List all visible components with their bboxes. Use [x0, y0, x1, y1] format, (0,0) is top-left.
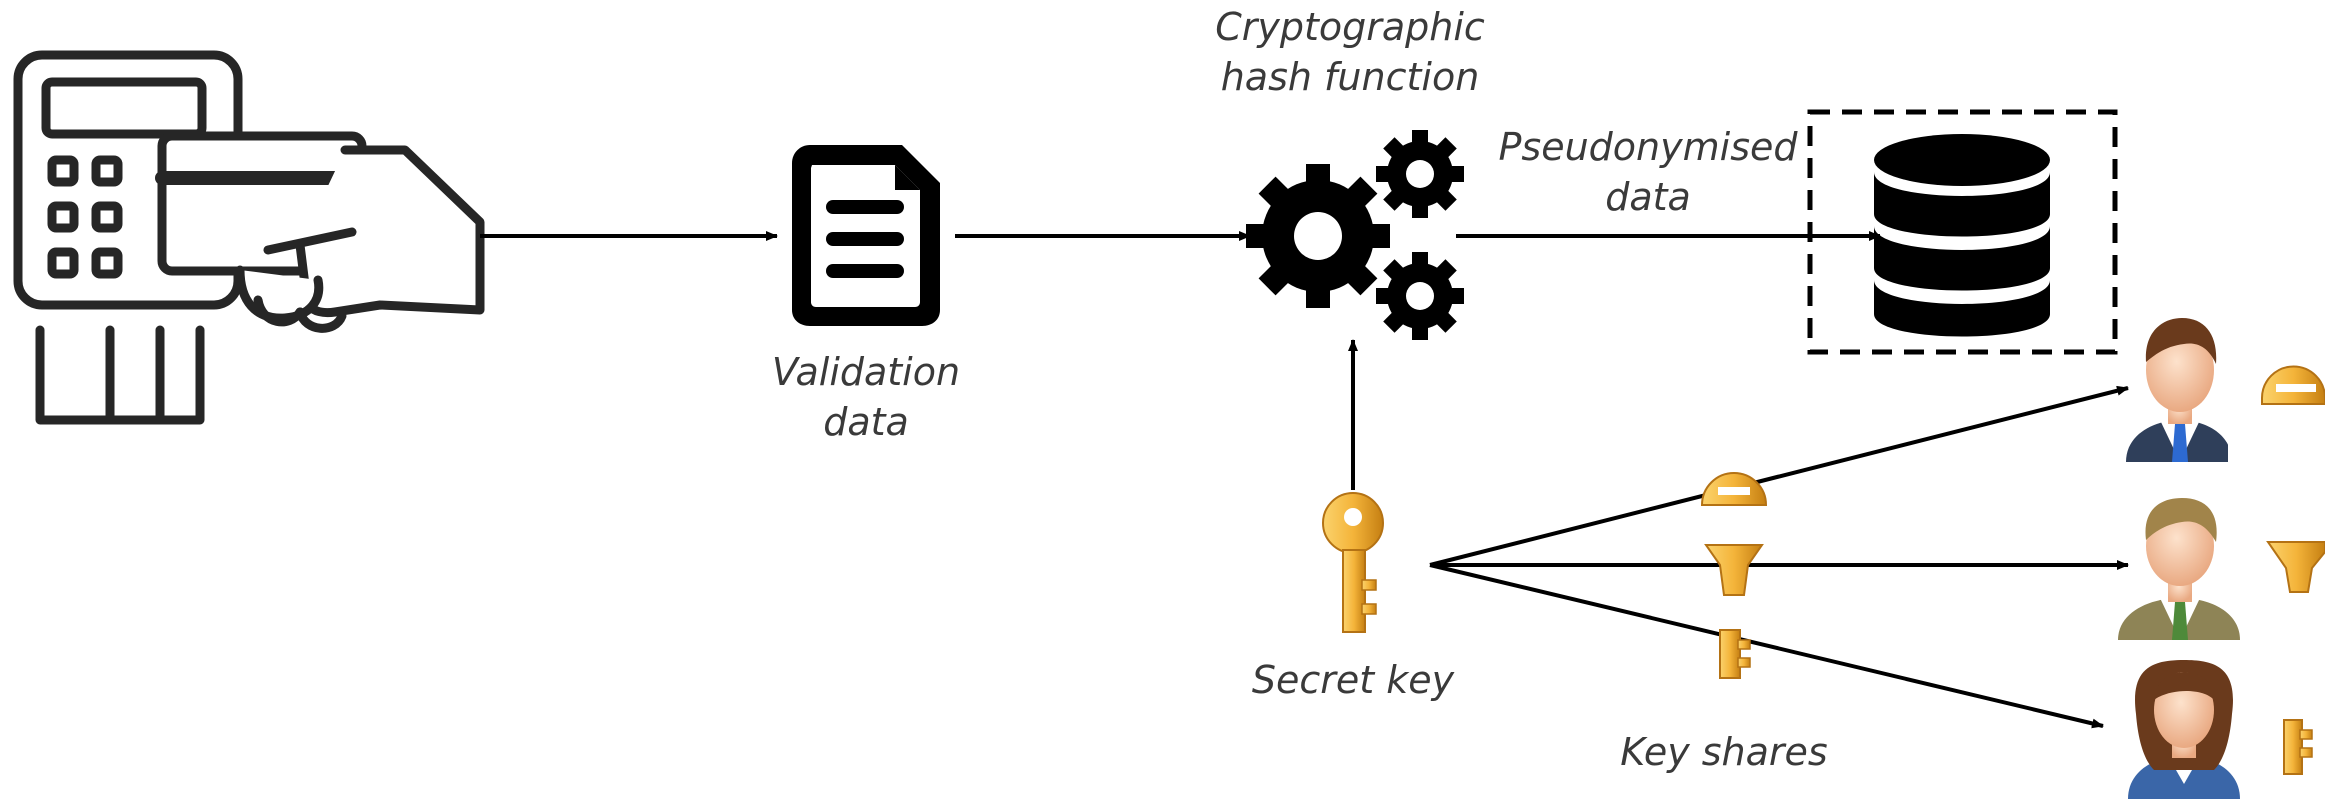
- key-share-icon: [2261, 365, 2325, 405]
- database-icon: [1807, 109, 2118, 355]
- key-icon: [1322, 492, 1384, 633]
- person-man-icon: [2118, 498, 2240, 640]
- database-dashed-box: [1807, 109, 2118, 355]
- key-share-icon: [2283, 719, 2313, 775]
- key-share-icon: [1719, 629, 1751, 679]
- label-hash-function-line2: hash function: [1221, 55, 1480, 99]
- person-man-icon: [2126, 318, 2232, 463]
- arrow-key-to-person-bottom: [1429, 563, 2104, 729]
- label-key-shares: Key shares: [1620, 730, 1827, 774]
- label-validation-data-line1: Validation: [772, 350, 960, 394]
- label-hash-function-line1: Cryptographic: [1215, 5, 1485, 49]
- person-woman-icon: [2128, 660, 2240, 799]
- arrow-key-to-person-top: [1429, 385, 2129, 567]
- label-pseudonymised-data-line2: data: [1605, 175, 1691, 219]
- label-pseudonymised-data-line1: Pseudonymised: [1499, 125, 1799, 169]
- label-secret-key: Secret key: [1252, 658, 1455, 702]
- key-share-icon: [2266, 541, 2325, 593]
- label-validation-data-line2: data: [823, 400, 909, 444]
- key-share-icon: [1704, 544, 1764, 596]
- key-share-icon: [1700, 472, 1768, 506]
- document-icon: [792, 145, 940, 326]
- gears-icon: [1246, 130, 1464, 340]
- card-payment-terminal-icon: [13, 50, 485, 425]
